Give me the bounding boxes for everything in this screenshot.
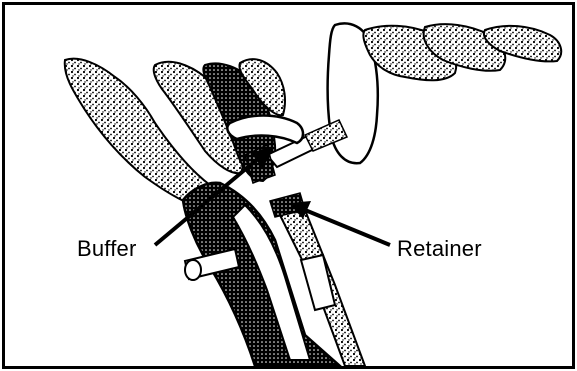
buffer-label: Buffer <box>77 236 137 262</box>
right-hand-drawing <box>328 23 562 163</box>
retainer-label: Retainer <box>397 236 482 262</box>
line-drawing <box>5 5 572 366</box>
